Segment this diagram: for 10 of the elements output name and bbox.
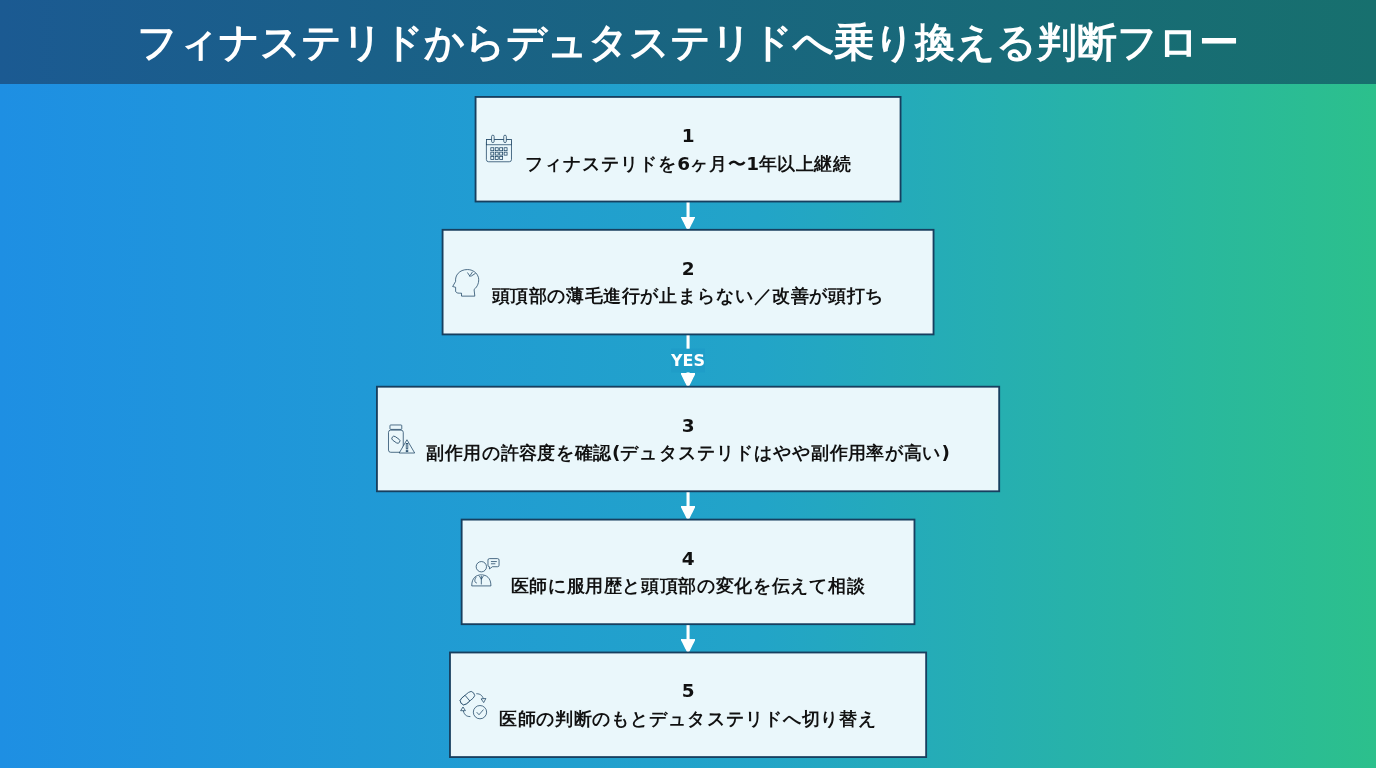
arrow	[680, 624, 696, 654]
node-box: 5 医師の判断のもとデュタステリドへ切り替え	[448, 651, 927, 758]
title: フィナステリドからデュタステリドへ乗り換える判断フロー	[0, 0, 1376, 84]
node-box: 1 フィナステリドを6ヶ月〜1年以上継続	[474, 96, 902, 203]
arrow	[680, 201, 696, 231]
node-box: 3 副作用の許容度を確認(デュタステリドはやや副作用率が高い)	[375, 385, 1001, 493]
node-box: 2 頭頂部の薄毛進行が止まらない／改善が頭打ち	[441, 228, 935, 336]
arrow	[680, 491, 696, 521]
node-box: 4 医師に服用歴と頭頂部の変化を伝えて相談	[460, 518, 916, 626]
edge-label: YES	[670, 351, 706, 370]
